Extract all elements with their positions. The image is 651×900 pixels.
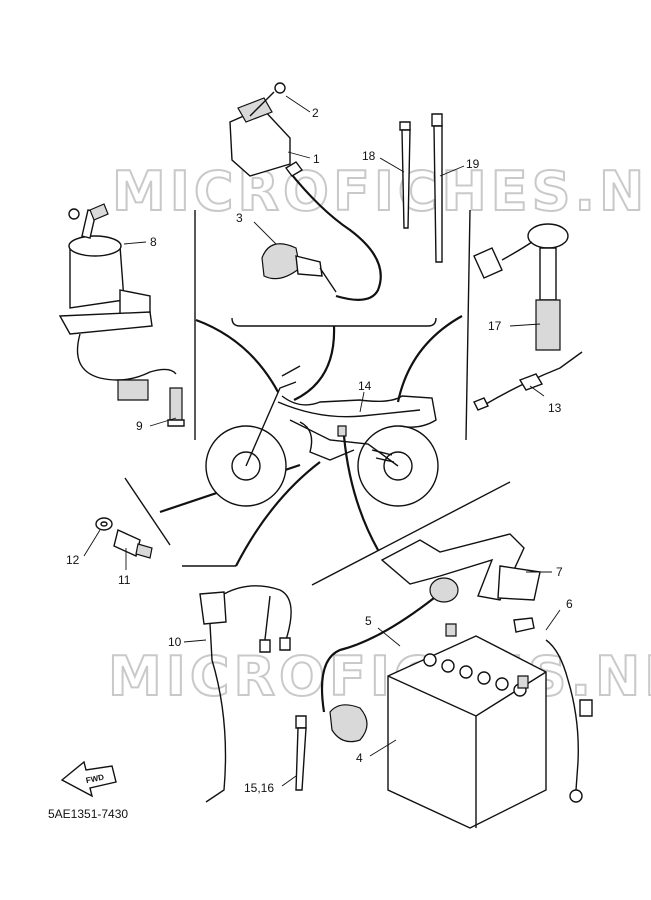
callout-labels: 2 1 3 18 19 8 9 17 13 14 12 11 7 6 5 10 … bbox=[66, 106, 573, 795]
section-frames bbox=[124, 209, 511, 586]
part-plug-cap bbox=[261, 243, 337, 293]
part-negative-lead bbox=[513, 617, 593, 803]
callout-11: 11 bbox=[118, 573, 131, 587]
callout-15-16: 15,16 bbox=[244, 781, 274, 795]
part-battery bbox=[387, 623, 547, 829]
callout-18: 18 bbox=[362, 149, 376, 163]
part-neutral-switch bbox=[95, 517, 153, 559]
callout-13: 13 bbox=[548, 401, 562, 415]
callout-7: 7 bbox=[556, 565, 563, 579]
callout-3: 3 bbox=[236, 211, 243, 225]
fwd-arrow-icon: FWD bbox=[60, 760, 117, 798]
part-sensor-lead bbox=[199, 585, 292, 803]
part-ignition-coil bbox=[229, 82, 382, 301]
callout-12: 12 bbox=[66, 553, 80, 567]
part-battery-band bbox=[380, 533, 541, 601]
callout-17: 17 bbox=[488, 319, 502, 333]
callout-8: 8 bbox=[150, 235, 157, 249]
callout-1: 1 bbox=[313, 152, 320, 166]
part-main-switch bbox=[58, 203, 185, 427]
diagram-code: 5AE1351-7430 bbox=[48, 807, 128, 821]
motorcycle-outline bbox=[205, 365, 439, 507]
fwd-label: FWD bbox=[85, 773, 105, 786]
watermark-top: MICROFICHES.NET bbox=[112, 160, 651, 223]
watermark-bottom: MICROFICHES.NET bbox=[108, 645, 651, 708]
part-battery-cable bbox=[320, 577, 459, 743]
part-cable-ties bbox=[399, 113, 443, 263]
callout-6: 6 bbox=[566, 597, 573, 611]
callout-leaders bbox=[83, 95, 561, 787]
callout-10: 10 bbox=[168, 635, 182, 649]
callout-19: 19 bbox=[466, 157, 480, 171]
callout-5: 5 bbox=[365, 614, 372, 628]
callout-14: 14 bbox=[358, 379, 372, 393]
part-right-components bbox=[473, 223, 583, 411]
callout-9: 9 bbox=[136, 419, 143, 433]
callout-4: 4 bbox=[356, 751, 363, 765]
callout-2: 2 bbox=[312, 106, 319, 120]
part-cable-tie-lower bbox=[295, 715, 307, 791]
